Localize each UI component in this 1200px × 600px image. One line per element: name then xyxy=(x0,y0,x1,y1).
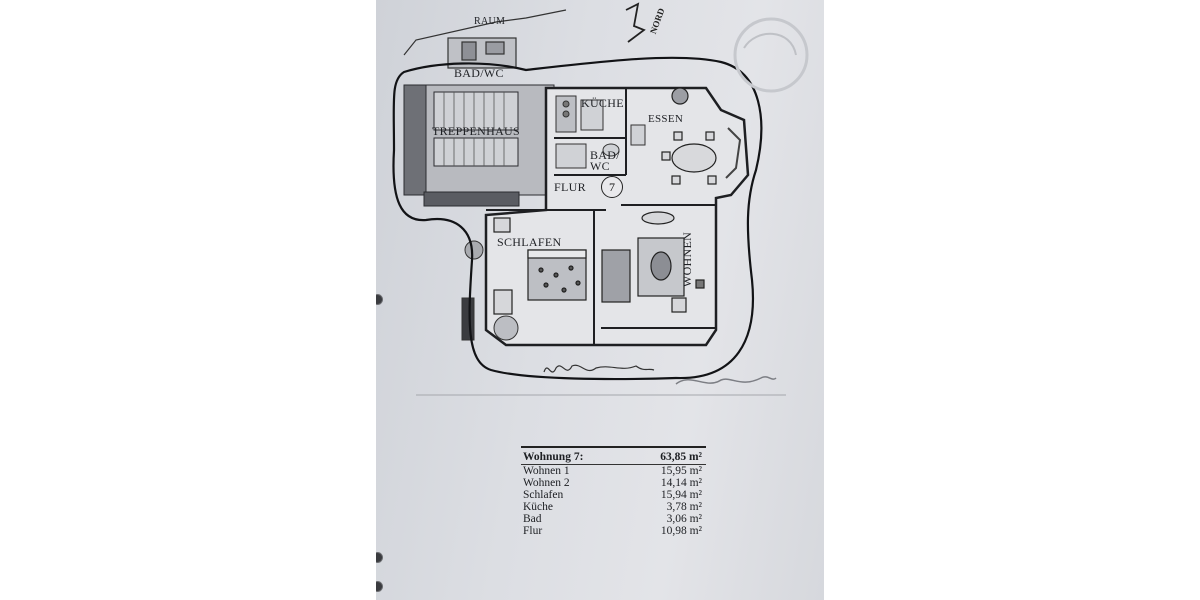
living-room-furniture xyxy=(601,211,705,313)
apartment-label: Wohnung 7: xyxy=(523,451,584,463)
binder-hole-middle xyxy=(376,553,382,562)
room-name: Schlafen xyxy=(523,489,564,501)
bathroom-fixtures xyxy=(555,124,646,169)
staircase xyxy=(403,84,555,207)
room-label-kueche: KÜCHE xyxy=(581,96,624,110)
room-label-wohnen: WOHNEN xyxy=(680,231,695,288)
kitchen-fixtures xyxy=(555,95,604,133)
room-label-essen: ESSEN xyxy=(648,113,684,125)
area-table: Wohnung 7: 63,85 m² Wohnen 1 15,95 m² Wo… xyxy=(521,446,706,537)
table-row: Küche 3,78 m² xyxy=(521,501,706,513)
room-area: 10,98 m² xyxy=(660,525,702,537)
room-label-flur: FLUR xyxy=(554,180,586,194)
document-page: BAD/WC RAUM TREPPENHAUS KÜCHE ESSEN BAD/… xyxy=(376,0,824,600)
area-table-header: Wohnung 7: 63,85 m² xyxy=(521,446,706,465)
table-row: Wohnen 2 14,14 m² xyxy=(521,477,706,489)
room-name: Bad xyxy=(523,513,542,525)
room-label-bad-wc: BAD/ WC xyxy=(590,148,620,173)
room-label-partial-top: RAUM xyxy=(474,16,506,27)
room-area: 3,78 m² xyxy=(666,501,702,513)
room-name: Flur xyxy=(523,525,543,537)
room-name: Wohnen 1 xyxy=(523,465,570,477)
room-area: 14,14 m² xyxy=(660,477,702,489)
binder-hole-top xyxy=(376,295,382,304)
table-row: Bad 3,06 m² xyxy=(521,513,706,525)
dining-set xyxy=(661,87,742,185)
unit-number-badge: 7 xyxy=(601,176,623,198)
room-area: 3,06 m² xyxy=(666,513,702,525)
table-row: Schlafen 15,94 m² xyxy=(521,489,706,501)
table-row: Wohnen 1 15,95 m² xyxy=(521,465,706,477)
room-name: Wohnen 2 xyxy=(523,477,570,489)
room-label-treppenhaus: TREPPENHAUS xyxy=(432,124,520,138)
bed xyxy=(493,217,587,315)
outside-fragments xyxy=(461,240,519,341)
room-area: 15,94 m² xyxy=(660,489,702,501)
hand-drawn-outline xyxy=(392,56,763,381)
signature-scribble xyxy=(543,364,655,373)
floor-plan-drawing xyxy=(392,2,809,396)
apartment-total-area: 63,85 m² xyxy=(660,451,702,463)
upper-building-fragment xyxy=(403,9,567,69)
pencil-mark xyxy=(675,376,777,385)
interior-walls xyxy=(486,88,716,345)
room-label-bad-wc-top: BAD/WC xyxy=(454,66,504,80)
north-arrow-shape xyxy=(625,2,646,43)
room-label-schlafen: SCHLAFEN xyxy=(497,235,562,249)
room-area: 15,95 m² xyxy=(660,465,702,477)
binder-hole-bottom xyxy=(376,582,382,591)
table-row: Flur 10,98 m² xyxy=(521,525,706,537)
room-name: Küche xyxy=(523,501,554,513)
